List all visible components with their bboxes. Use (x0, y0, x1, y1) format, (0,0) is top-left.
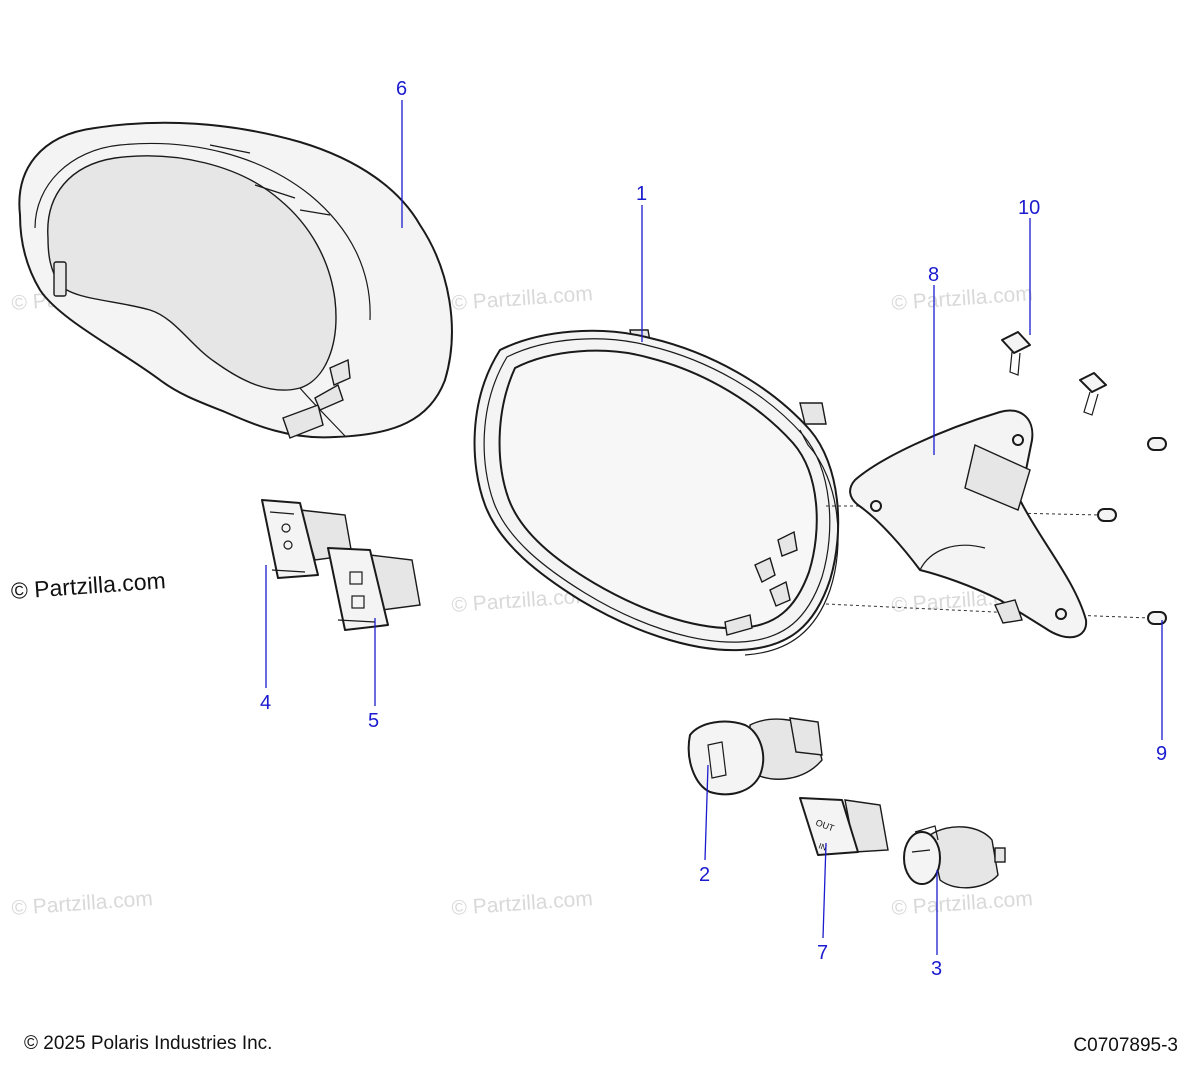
leader-line (704, 764, 709, 861)
switch-label-in: IN (817, 841, 828, 852)
part-3-power-outlet (903, 825, 1006, 889)
part-10-screw (1001, 331, 1107, 416)
part-7-rocker-switch: OUT IN (799, 797, 889, 856)
callout-2: 2 (699, 864, 710, 886)
footer-copyright: © 2025 Polaris Industries Inc. (24, 1033, 273, 1054)
callout-9: 9 (1156, 743, 1167, 765)
part-9-rivet (1097, 437, 1167, 625)
part-2-ignition-switch (687, 717, 823, 796)
part-6-cluster-hood (18, 121, 453, 439)
callout-6: 6 (396, 78, 407, 100)
watermark-text: © Partzilla.com (891, 282, 1034, 315)
part-1-instrument-cluster (473, 329, 840, 656)
diagram-code: C0707895-3 (1073, 1035, 1178, 1056)
callout-10: 10 (1018, 197, 1040, 219)
callout-5: 5 (368, 710, 379, 732)
watermark-text: © Partzilla.com (891, 887, 1034, 920)
watermark-text: © Partzilla.com (11, 887, 154, 920)
watermark-text: © Partzilla.com (451, 887, 594, 920)
callout-3: 3 (931, 958, 942, 980)
callout-8: 8 (928, 264, 939, 286)
leader-line (822, 842, 827, 939)
watermark-text: © Partzilla.com (451, 282, 594, 315)
callout-4: 4 (260, 692, 271, 714)
part-5-rocker-switch (327, 547, 421, 631)
callout-7: 7 (817, 942, 828, 964)
callout-1: 1 (636, 183, 647, 205)
part-8-mounting-bracket (849, 409, 1088, 639)
